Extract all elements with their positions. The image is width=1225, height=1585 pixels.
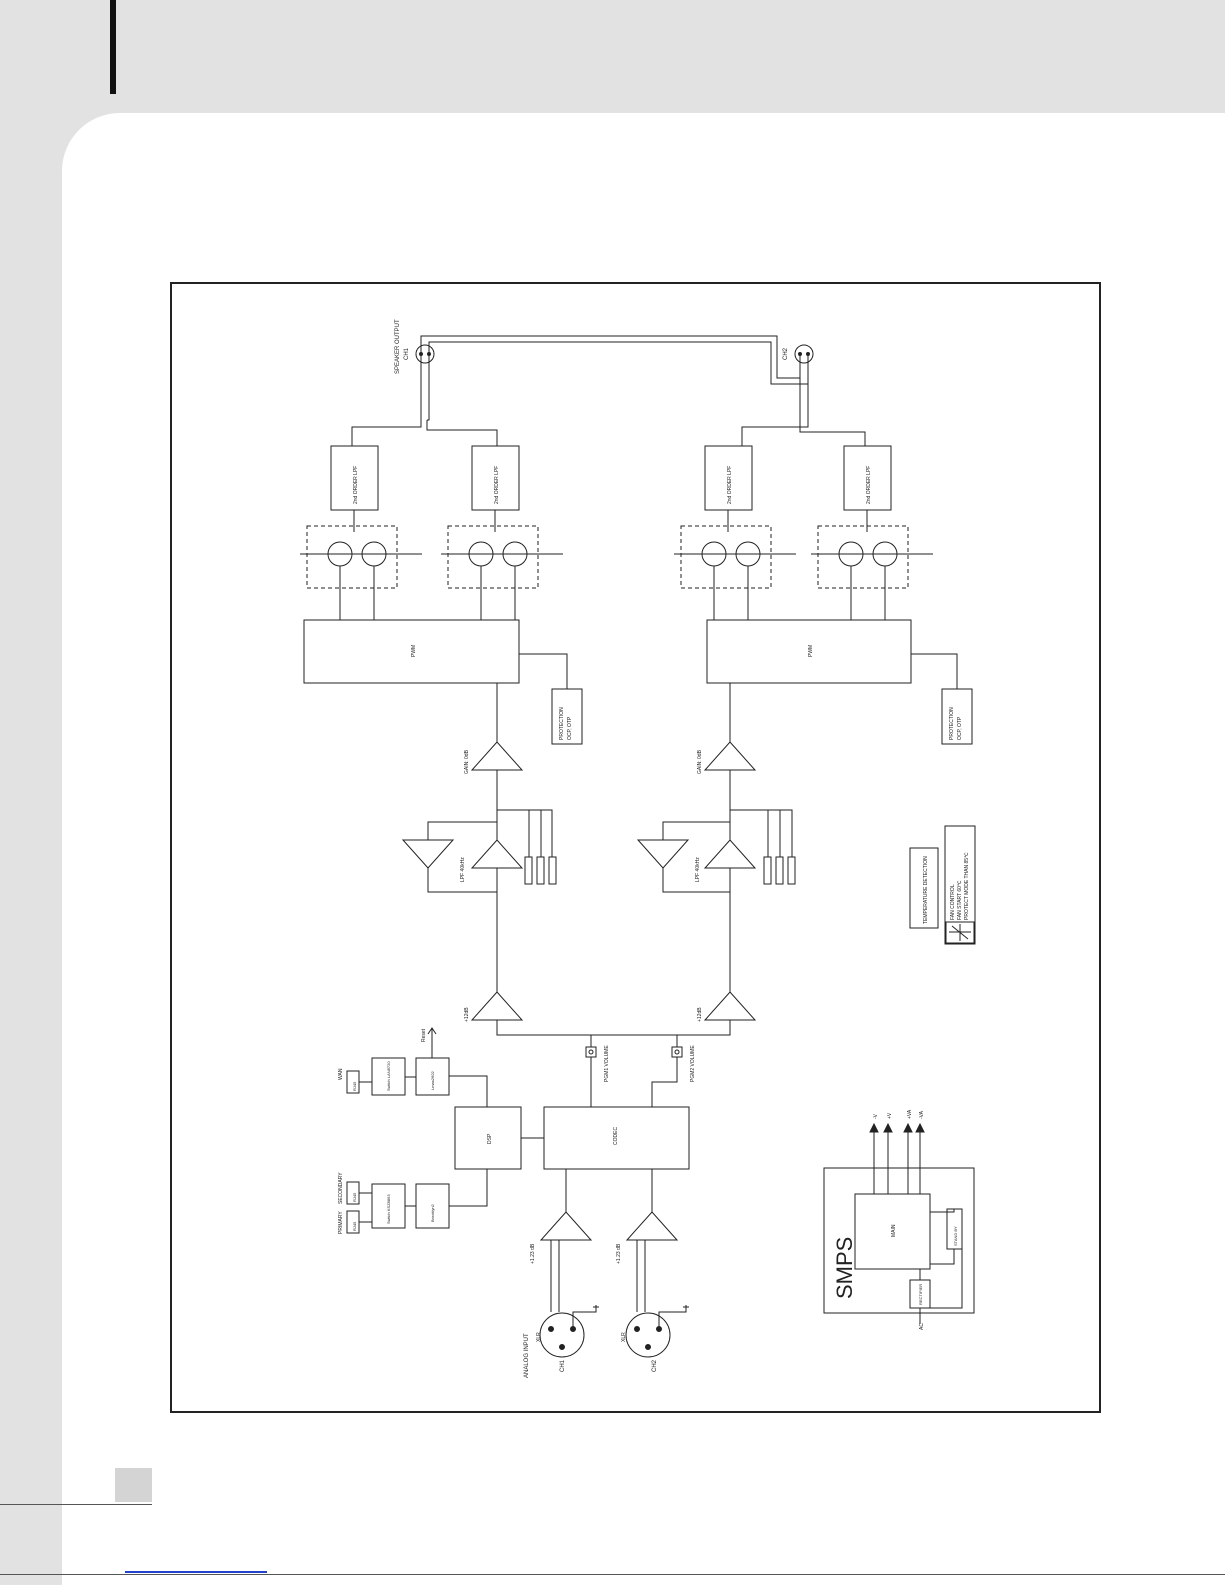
plus-va-label: +VA	[907, 1109, 913, 1119]
page-number-tab	[115, 1468, 152, 1502]
reset-switch-icon	[427, 1027, 437, 1058]
input-gain-2: +1.23 dB	[616, 1243, 622, 1264]
protection-label-1b: OCP, OTP	[567, 716, 573, 740]
lpf40-label-2: LPF 40kHz	[695, 857, 701, 882]
pwm-label-2: PWM	[808, 645, 814, 657]
secondary-label: SECONDARY	[338, 1172, 344, 1204]
smps-power-outputs: -V +V +VA -VA	[869, 1109, 925, 1194]
protection-label-2b: OCP, OTP	[957, 716, 963, 740]
rj45-label-3: RJ45	[352, 1221, 357, 1231]
protection-label-2: PROTECTION	[949, 707, 955, 740]
speaker-ch1-label: CH1	[404, 347, 410, 360]
protection-block-ch2: PROTECTION OCP, OTP	[941, 688, 973, 745]
fan-icon	[949, 924, 971, 941]
speaker-output-label: SPEAKER OUTPUT	[395, 319, 401, 374]
fan-control-label: FAN CONTROL	[950, 884, 956, 920]
corner-bar	[110, 0, 116, 94]
codec-block: CODEC	[543, 1106, 690, 1170]
filter-section-ch2: LPF 40kHz	[636, 821, 796, 893]
minus-v-label: -V	[873, 1113, 879, 1119]
switch-lan-label: Switch LAN8720	[386, 1061, 391, 1091]
main-label: MAIN	[891, 1224, 897, 1237]
smps-block: SMPS MAIN RECTIFIER STAND BY AC	[823, 1167, 975, 1330]
input-amp-ch1: +1.23 dB	[530, 1211, 593, 1264]
fan-start-label: FAN START 60℃	[957, 880, 963, 920]
codec-label: CODEC	[613, 1127, 619, 1145]
temp-title: TEMPERATURE DETECTION	[923, 856, 929, 924]
ac-label: AC	[919, 1323, 925, 1330]
switch-ksz-label: Switch KSZ8863	[386, 1194, 391, 1224]
footer-rule	[0, 1574, 1225, 1575]
pgm2-volume-label: PGM2 VOLUME	[690, 1045, 696, 1082]
plus-v-label: +V	[887, 1112, 893, 1119]
content-card	[62, 113, 1225, 1585]
lpf40-label-1: LPF 40kHz	[460, 857, 466, 882]
protection-label-1: PROTECTION	[559, 707, 565, 740]
reset-label: Reset	[421, 1028, 427, 1042]
rectifier-label: RECTIFIER	[918, 1284, 923, 1305]
pwm-block-ch2: PWM	[706, 619, 912, 684]
xlr-input-ch1: ANALOG INPUT XLR CH1	[524, 1305, 597, 1378]
smps-label: SMPS	[832, 1237, 857, 1299]
lmax-label: Lmax2602	[430, 1071, 435, 1090]
wan-label: WAN	[338, 1068, 344, 1080]
input-amp-ch2: +1.23 dB	[616, 1211, 679, 1264]
preamp-ch2: +12dB	[697, 991, 757, 1022]
rj45-label-1: RJ45	[352, 1081, 357, 1091]
lpf-label-4: 2nd ORDER LPF	[866, 466, 872, 504]
output-stages	[300, 525, 933, 589]
minus-va-label: -VA	[919, 1110, 925, 1119]
tab-underline	[0, 1504, 152, 1505]
pwm-block-ch1: PWM	[303, 619, 520, 684]
protection-block-ch1: PROTECTION OCP, OTP	[551, 688, 583, 745]
lpf-label-3: 2nd ORDER LPF	[727, 466, 733, 504]
input-gain-1: +1.23 dB	[530, 1243, 536, 1264]
preamp-ch1: +12dB	[464, 991, 524, 1022]
rj45-label-2: RJ45	[352, 1192, 357, 1202]
speaker-ch2-label: CH2	[783, 347, 789, 360]
protect-mode-label: PROTECT MODE THAN 85℃	[964, 852, 970, 920]
gain-amp-ch2: GAIN: 0dB	[697, 741, 757, 774]
primary-label: PRIMARY	[338, 1211, 344, 1234]
gain-label-1: GAIN: 0dB	[464, 749, 470, 774]
temperature-detection: TEMPERATURE DETECTION FAN CONTROL FAN ST…	[909, 825, 976, 945]
input-ch2-label: CH2	[652, 1359, 658, 1372]
lpf-label-2: 2nd ORDER LPF	[494, 466, 500, 504]
filter-section-ch1: LPF 40kHz	[401, 821, 557, 893]
lpf-blocks: 2nd ORDER LPF 2nd ORDER LPF 2nd ORDER LP…	[330, 445, 892, 511]
dsp-label: DSP	[487, 1133, 493, 1144]
brooklyn-label: Brooklyn2	[430, 1203, 435, 1222]
xlr-label-2: XLR	[621, 1332, 627, 1342]
speaker-crossover-wires	[351, 335, 809, 446]
preamp-gain-1: +12dB	[464, 1007, 470, 1022]
volume-controls: PGM1 VOLUME PGM2 VOLUME	[585, 1035, 696, 1107]
speaker-output-ch1: SPEAKER OUTPUT CH1	[395, 319, 435, 374]
pwm-label-1: PWM	[411, 645, 417, 657]
block-diagram-frame: SPEAKER OUTPUT CH1 CH2 2nd ORDER LPF 2nd…	[170, 282, 1101, 1413]
pgm1-volume-label: PGM1 VOLUME	[604, 1045, 610, 1082]
block-diagram: SPEAKER OUTPUT CH1 CH2 2nd ORDER LPF 2nd…	[300, 319, 976, 1378]
analog-input-label: ANALOG INPUT	[524, 1333, 530, 1378]
preamp-gain-2: +12dB	[697, 1007, 703, 1022]
gain-amp-ch1: GAIN: 0dB	[464, 741, 524, 774]
lpf-label-1: 2nd ORDER LPF	[353, 466, 359, 504]
xlr-label-1: XLR	[536, 1332, 542, 1342]
xlr-input-ch2: XLR CH2	[621, 1305, 687, 1372]
input-ch1-label: CH1	[560, 1359, 566, 1372]
footer-link[interactable]	[125, 1571, 267, 1573]
gain-label-2: GAIN: 0dB	[697, 749, 703, 774]
network-section: RJ45 WAN Switch LAN8720 Lmax2602 Reset D…	[338, 1027, 522, 1234]
standby-label: STAND BY	[953, 1226, 958, 1246]
